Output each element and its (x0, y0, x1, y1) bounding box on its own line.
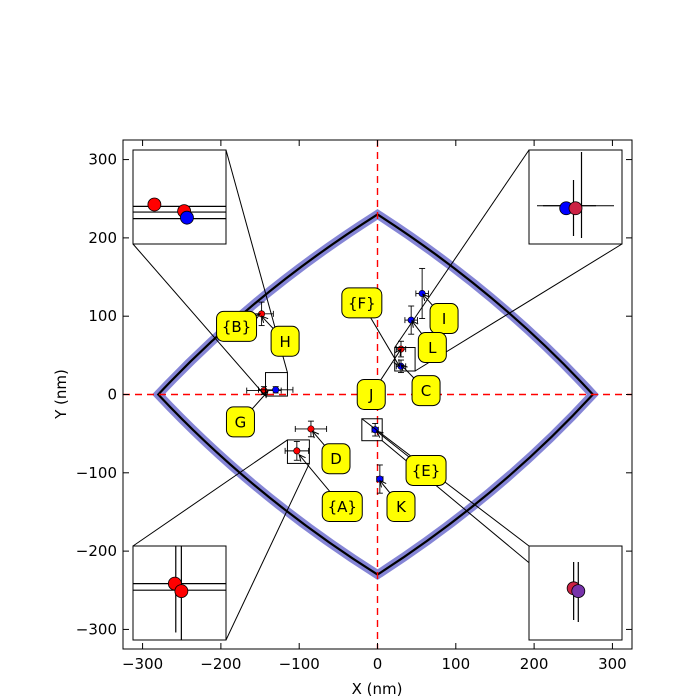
inset-layer (132, 149, 623, 641)
y-tick-label: 300 (88, 151, 117, 169)
point-marker (272, 386, 280, 394)
inset-point (180, 210, 194, 225)
axes: −300 −200 −100 0 100 200 300 −300 −200 −100 0 100 20… (76, 139, 633, 673)
arrowhead (394, 348, 402, 357)
arrowhead (422, 293, 430, 302)
annotation-box (429, 303, 459, 335)
annotation: {A} (298, 453, 363, 522)
annotation-label: L (428, 339, 437, 357)
arrowhead (400, 363, 408, 372)
point-marker (307, 425, 315, 433)
inset-frame (528, 149, 623, 245)
annotation: K (379, 479, 416, 522)
arrowhead (261, 390, 269, 399)
annotation-box (386, 490, 416, 522)
annotation-label: {F} (348, 294, 376, 312)
inset-panel (132, 545, 227, 641)
arrowhead (393, 359, 401, 368)
zoom-connector (132, 439, 288, 547)
inset-point (174, 584, 189, 599)
annotation: {F} (341, 287, 401, 368)
y-tick-label: 0 (107, 386, 117, 404)
data-point (258, 386, 294, 394)
inset-panel (132, 149, 227, 245)
annotation: I (422, 293, 459, 335)
annotation: {B} (216, 310, 262, 342)
data-point (294, 420, 328, 438)
data-point (284, 441, 310, 461)
annotation-label: I (442, 310, 446, 328)
inset-point (571, 584, 586, 599)
annotation-box (341, 287, 383, 319)
annotation-label: D (330, 450, 342, 468)
annotation-box (411, 375, 441, 407)
annotation-label: {B} (222, 318, 251, 336)
annotation: C (400, 363, 441, 407)
annotation-label: {A} (328, 498, 357, 516)
annotation-box (270, 325, 300, 357)
arrowhead (298, 453, 306, 462)
annotation-box (321, 490, 363, 522)
inset-frame (132, 149, 227, 245)
annotation-box (225, 406, 255, 438)
inset-panel (528, 149, 623, 245)
annotation: H (260, 315, 300, 357)
annotation: G (225, 390, 269, 438)
x-tick-label: 100 (441, 655, 470, 673)
zoom-region-box (361, 418, 383, 442)
annotation-label: H (279, 333, 290, 351)
zoom-region-box (286, 439, 310, 464)
annotation-layer: {B} H G D {A} {F} IL J C {E} K (216, 287, 459, 522)
x-tick-label: 200 (520, 655, 549, 673)
annotation-label: J (368, 386, 373, 404)
x-axis-label: X (nm) (352, 680, 403, 698)
annotation-label: C (421, 382, 431, 400)
annotation-box (417, 332, 447, 364)
y-tick-label: −200 (76, 542, 117, 560)
annotation: J (356, 348, 402, 410)
annotation: L (411, 319, 447, 364)
arrowhead (311, 430, 320, 439)
inset-point (568, 201, 583, 216)
x-tick-label: 300 (598, 655, 627, 673)
arrowhead (375, 430, 384, 438)
x-tick-label: −300 (122, 655, 163, 673)
annotation-label: {E} (412, 462, 441, 480)
annotation-box (405, 454, 447, 486)
inset-point (147, 197, 162, 212)
annotation: D (311, 430, 351, 475)
x-tick-label: −100 (279, 655, 320, 673)
y-axis-label: Y (nm) (52, 369, 70, 420)
y-tick-label: 100 (88, 307, 117, 325)
data-point (376, 464, 384, 494)
y-tick-label: −300 (76, 620, 117, 638)
x-tick-label: 0 (373, 655, 383, 673)
zoom-connector (394, 149, 530, 348)
point-marker (293, 447, 301, 455)
annotation: {E} (375, 430, 447, 486)
annotation-label: G (235, 413, 247, 431)
zoom-region-box (265, 372, 288, 397)
x-tick-label: −200 (200, 655, 241, 673)
annotation-box (216, 310, 258, 342)
data-point (249, 301, 274, 327)
arrowhead (411, 319, 419, 328)
annotation-box (356, 379, 386, 410)
zoom-connector (225, 463, 310, 641)
inset-panel (528, 545, 623, 641)
arrowhead (379, 479, 387, 488)
arrowhead (260, 315, 269, 324)
annotation-box (321, 443, 351, 475)
zoom-connector (414, 243, 623, 372)
y-tick-label: 200 (88, 229, 117, 247)
y-tick-label: −100 (76, 464, 117, 482)
zoom-connector (132, 243, 266, 397)
annotation-label: K (396, 498, 407, 516)
